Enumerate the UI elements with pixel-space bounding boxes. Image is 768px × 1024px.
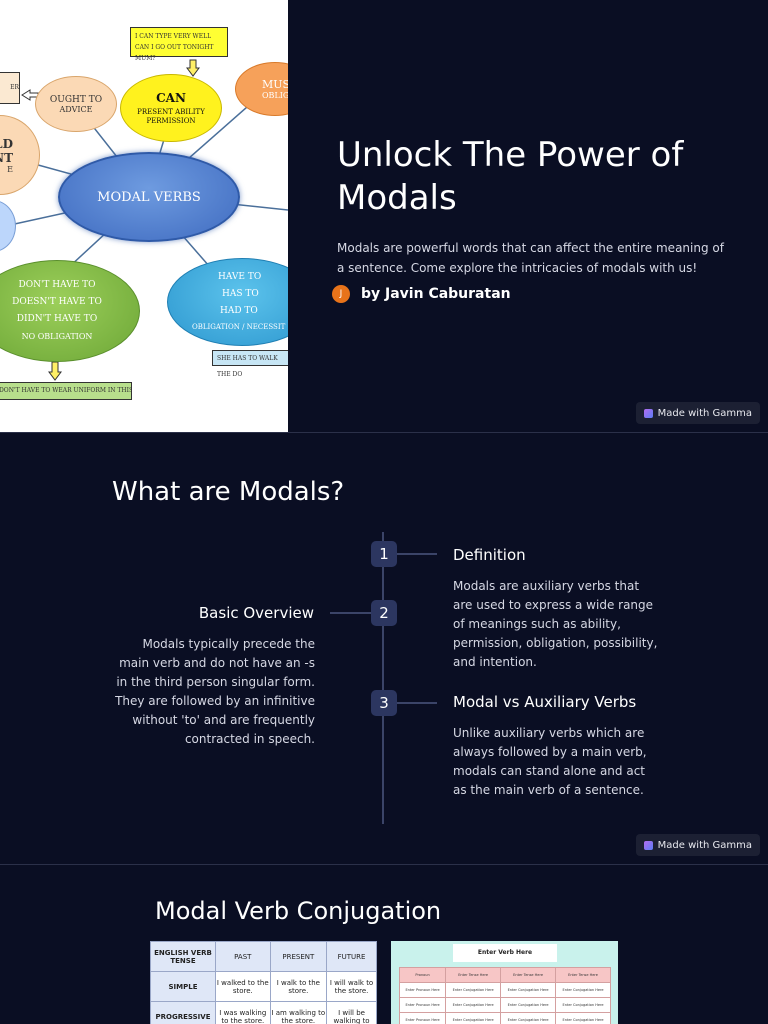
bubble-line: E xyxy=(7,164,13,174)
template-row: Enter Pronoun Here Enter Conjugation Her… xyxy=(398,982,611,998)
bubble-modal-verbs-center: MODAL VERBS xyxy=(58,152,240,242)
table-row: SIMPLE I walked to the store. I walk to … xyxy=(150,971,377,1002)
bubble-ought-to: OUGHT TO ADVICE xyxy=(35,76,117,132)
timeline-node-3: 3 xyxy=(371,690,397,716)
table-header: PRESENT xyxy=(269,941,328,972)
template-header: Enter Tense Here xyxy=(555,967,611,983)
template-header: Enter Tense Here xyxy=(445,967,502,983)
template-cell: Enter Conjugation Here xyxy=(555,1012,611,1024)
bubble-title: CAN xyxy=(156,90,186,105)
mindmap-note-have-to-example: SHE HAS TO WALK THE DO xyxy=(212,350,288,378)
bubble-line: HAD TO xyxy=(220,306,258,316)
template-cell: Enter Pronoun Here xyxy=(398,997,447,1013)
table-cell: SIMPLE xyxy=(150,971,216,1002)
template-cell: Enter Conjugation Here xyxy=(500,982,557,998)
table-cell: I am walking to the store. xyxy=(269,1001,328,1024)
template-row: Enter Pronoun Here Enter Conjugation Her… xyxy=(398,997,611,1013)
conjugation-template-image: Enter Verb Here Pronoun Enter Tense Here… xyxy=(391,941,618,1024)
bubble-title: MUS xyxy=(262,78,288,91)
bubble-subtitle: PRESENT ABILITY PERMISSION xyxy=(137,107,205,125)
item-heading-definition: Definition xyxy=(453,546,526,564)
bubble-subtitle: ADVICE xyxy=(59,104,93,114)
template-cell: Enter Conjugation Here xyxy=(445,1012,502,1024)
template-row: Enter Pronoun Here Enter Conjugation Her… xyxy=(398,1012,611,1024)
timeline-node-1: 1 xyxy=(371,541,397,567)
badge-label: Made with Gamma xyxy=(657,407,752,419)
bubble-can: CAN PRESENT ABILITY PERMISSION xyxy=(120,74,222,142)
template-grid: Pronoun Enter Tense Here Enter Tense Her… xyxy=(398,967,611,1024)
note-line-2: CAN I GO OUT TONIGHT MUM? xyxy=(135,44,214,62)
template-cell: Enter Pronoun Here xyxy=(398,1012,447,1024)
item-body-definition: Modals are auxiliary verbs that are used… xyxy=(453,579,658,669)
bubble-line: HAS TO xyxy=(222,289,259,299)
template-heading: Enter Verb Here xyxy=(453,944,557,962)
slide-heading: What are Modals? xyxy=(112,477,345,507)
slide-title: I CAN TYPE VERY WELL CAN I GO OUT TONIGH… xyxy=(0,0,768,433)
item-heading-modal-vs-auxiliary: Modal vs Auxiliary Verbs xyxy=(453,693,637,711)
author-line: J by Javin Caburatan xyxy=(332,285,511,303)
gamma-logo-icon xyxy=(643,408,653,418)
bubble-line: DON'T HAVE TO xyxy=(18,280,96,290)
modal-verbs-mindmap-image: I CAN TYPE VERY WELL CAN I GO OUT TONIGH… xyxy=(0,0,288,432)
template-cell: Enter Conjugation Here xyxy=(555,982,611,998)
template-cell: Enter Conjugation Here xyxy=(555,997,611,1013)
bubble-title: MODAL VERBS xyxy=(97,189,201,205)
timeline-connector-2 xyxy=(330,612,371,614)
template-cell: Enter Conjugation Here xyxy=(500,1012,557,1024)
table-header: ENGLISH VERB TENSE xyxy=(150,941,216,972)
table-cell: I walked to the store. xyxy=(215,971,271,1002)
template-cell: Enter Conjugation Here xyxy=(445,997,502,1013)
timeline-node-2: 2 xyxy=(371,600,397,626)
note-line-1: I CAN TYPE VERY WELL xyxy=(135,33,212,40)
table-header: PAST xyxy=(215,941,271,972)
slide-conjugation: Modal Verb Conjugation ENGLISH VERB TENS… xyxy=(0,865,768,1024)
bubble-line: DIDN'T HAVE TO xyxy=(16,314,98,324)
bubble-line: LD xyxy=(0,136,13,151)
bubble-line: OBLIGATION / NECESSIT xyxy=(192,323,286,331)
bubble-line: DOESN'T HAVE TO xyxy=(12,297,102,307)
item-heading-basic-overview: Basic Overview xyxy=(198,604,314,622)
template-cell: Enter Pronoun Here xyxy=(398,982,447,998)
slide-title-heading: Unlock The Power of Modals xyxy=(337,135,684,218)
slide-heading: Modal Verb Conjugation xyxy=(155,897,442,925)
mindmap-note-can-examples: I CAN TYPE VERY WELL CAN I GO OUT TONIGH… xyxy=(130,27,228,62)
timeline-connector-3 xyxy=(397,702,437,704)
bubble-have-to: HAVE TO HAS TO HAD TO OBLIGATION / NECES… xyxy=(167,258,288,346)
made-with-gamma-badge[interactable]: Made with Gamma xyxy=(635,834,760,856)
verb-tense-table-image: ENGLISH VERB TENSE PAST PRESENT FUTURE S… xyxy=(150,941,377,1024)
table-row: PROGRESSIVE I was walking to the store. … xyxy=(150,1001,377,1024)
bubble-line: ONT xyxy=(0,150,13,165)
table-cell: I was walking to the store. xyxy=(215,1001,271,1024)
made-with-gamma-badge[interactable]: Made with Gamma xyxy=(635,402,760,424)
badge-label: Made with Gamma xyxy=(657,839,752,851)
verb-tense-table: ENGLISH VERB TENSE PAST PRESENT FUTURE S… xyxy=(150,941,377,1024)
slide-title-description: Modals are powerful words that can affec… xyxy=(337,241,724,275)
mindmap-note-left: ER xyxy=(0,72,20,104)
gamma-logo-icon xyxy=(643,840,653,850)
avatar[interactable]: J xyxy=(332,285,350,303)
bubble-line: HAVE TO xyxy=(218,272,262,282)
bubble-title: OUGHT TO xyxy=(49,94,103,105)
bubble-subtitle: OBLIGA xyxy=(262,91,288,100)
template-cell: Enter Conjugation Here xyxy=(500,997,557,1013)
mindmap-note-dont-have-to-example: DON'T HAVE TO WEAR UNIFORM IN THIS SCHOO… xyxy=(0,382,132,400)
slide-what-are-modals: What are Modals? 1 Definition Modals are… xyxy=(0,433,768,865)
table-cell: PROGRESSIVE xyxy=(150,1001,216,1024)
template-cell: Enter Conjugation Here xyxy=(445,982,502,998)
bubble-dont-have-to: DON'T HAVE TO DOESN'T HAVE TO DIDN'T HAV… xyxy=(0,260,140,362)
table-cell: I will walk to the store. xyxy=(326,971,377,1002)
template-header: Enter Tense Here xyxy=(500,967,557,983)
template-header: Pronoun xyxy=(398,967,447,983)
timeline-connector-1 xyxy=(397,553,437,555)
item-body-modal-vs-auxiliary: Unlike auxiliary verbs which are always … xyxy=(453,726,647,797)
table-cell: I will be walking to xyxy=(326,1001,377,1024)
table-cell: I walk to the store. xyxy=(269,971,328,1002)
author-name: by Javin Caburatan xyxy=(361,286,511,302)
item-body-basic-overview: Modals typically precede the main verb a… xyxy=(115,637,315,746)
bubble-line: NO OBLIGATION xyxy=(21,332,93,341)
table-header: FUTURE xyxy=(326,941,377,972)
timeline-line xyxy=(382,532,384,824)
